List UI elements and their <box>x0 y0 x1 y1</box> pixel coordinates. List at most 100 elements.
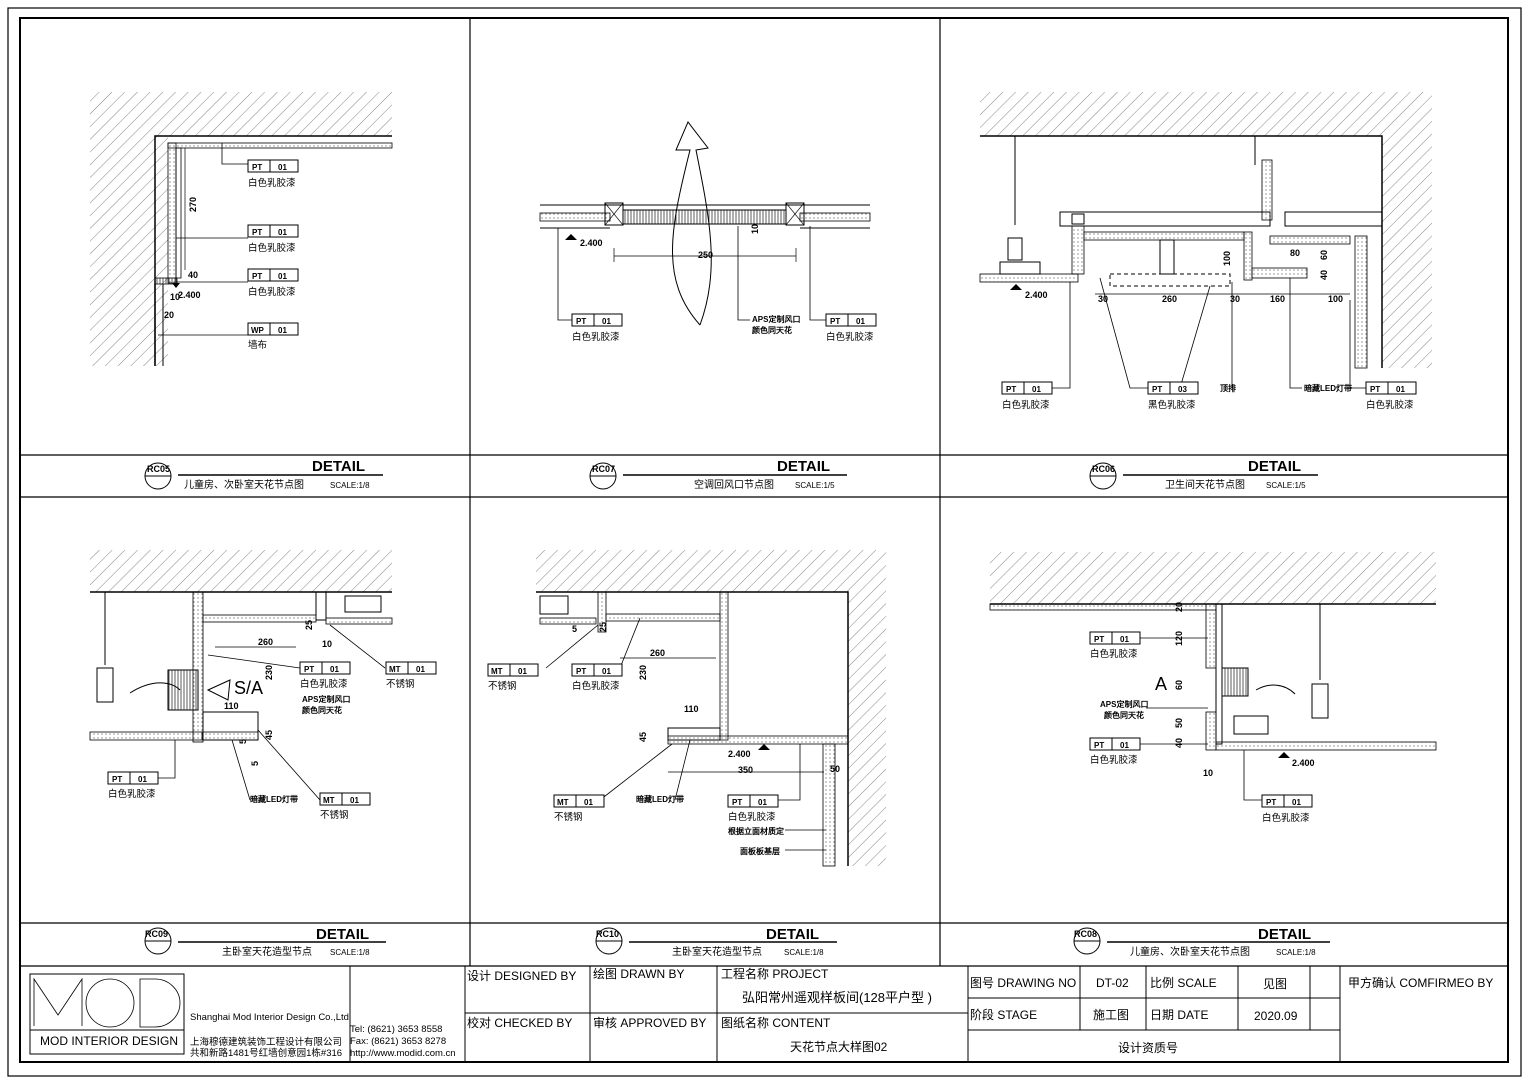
level-mark: 2.400 <box>1025 290 1048 300</box>
drawing-no: DT-02 <box>1096 976 1129 990</box>
svg-text:SCALE:1/8: SCALE:1/8 <box>330 481 370 490</box>
svg-text:白色乳胶漆: 白色乳胶漆 <box>728 811 776 823</box>
svg-text:PT: PT <box>732 798 742 807</box>
svg-text:01: 01 <box>1032 385 1041 394</box>
dim-text: 80 <box>1290 248 1300 258</box>
svg-text:PT: PT <box>1266 798 1276 807</box>
svg-text:PT: PT <box>830 317 840 326</box>
drawn-by-label: 绘图 DRAWN BY <box>593 966 685 981</box>
svg-text:空调回风口节点图: 空调回风口节点图 <box>694 478 774 491</box>
material-tag: PT 01 白色乳胶漆 <box>727 794 779 823</box>
svg-text:01: 01 <box>856 317 865 326</box>
svg-text:白色乳胶漆: 白色乳胶漆 <box>826 331 874 343</box>
dim-text: 10 <box>322 639 332 649</box>
detail-rc08: A 20 120 60 50 40 10 2.400 APS定制风口 颜色同天花 <box>989 552 1437 801</box>
svg-text:黑色乳胶漆: 黑色乳胶漆 <box>1148 399 1196 411</box>
inner-frame <box>19 17 1509 1063</box>
dim-text: 260 <box>650 648 665 658</box>
svg-text:03: 03 <box>1178 385 1187 394</box>
svg-text:白色乳胶漆: 白色乳胶漆 <box>1262 812 1310 824</box>
svg-text:墙布: 墙布 <box>248 339 267 351</box>
note-text: 暗藏LED灯带 <box>250 794 298 804</box>
svg-text:01: 01 <box>350 796 359 805</box>
note-text: 颜色同天花 <box>1104 710 1144 720</box>
svg-text:DETAIL: DETAIL <box>312 458 365 475</box>
svg-text:白色乳胶漆: 白色乳胶漆 <box>300 678 348 690</box>
note-text: 暗藏LED灯带 <box>1304 383 1352 393</box>
dim-text: 100 <box>1328 294 1343 304</box>
concrete-hatch <box>90 550 392 592</box>
dim-text: 5 <box>238 739 248 744</box>
date-label: 日期 DATE <box>1150 1008 1208 1022</box>
svg-text:01: 01 <box>758 798 767 807</box>
dim-text: 260 <box>258 637 273 647</box>
svg-text:DETAIL: DETAIL <box>777 458 830 475</box>
date-value: 2020.09 <box>1254 1009 1298 1023</box>
company-web: http://www.modid.com.cn <box>350 1048 456 1059</box>
note-text: APS定制风口 <box>1100 699 1148 709</box>
content-label: 图纸名称 CONTENT <box>721 1015 831 1030</box>
svg-text:PT: PT <box>1006 385 1016 394</box>
svg-text:PT: PT <box>304 665 314 674</box>
detail-title-rc06: RC06 DETAIL 卫生间天花节点图 SCALE:1/5 <box>1089 458 1318 491</box>
svg-text:不锈钢: 不锈钢 <box>320 809 349 821</box>
svg-text:01: 01 <box>278 228 287 237</box>
detail-title-rc08: RC08 DETAIL 儿童房、次卧室天花节点图 SCALE:1/8 <box>1073 926 1330 958</box>
detail-rc09: S/A 260 25 10 230 110 5 45 5 APS定制风口 颜色同… <box>89 550 393 804</box>
detail-title-rc09: RC09 DETAIL 主卧室天花造型节点 SCALE:1/8 <box>144 926 386 958</box>
svg-text:01: 01 <box>278 272 287 281</box>
dim-text: 270 <box>188 197 198 212</box>
scale-label: 比例 SCALE <box>1150 976 1217 990</box>
dim-text: 40 <box>1319 270 1329 280</box>
note-text: 面板板基层 <box>740 846 780 856</box>
svg-text:PT: PT <box>576 317 586 326</box>
svg-text:白色乳胶漆: 白色乳胶漆 <box>248 286 296 298</box>
dim-text: 60 <box>1174 680 1184 690</box>
dim-text: 260 <box>1162 294 1177 304</box>
svg-text:01: 01 <box>330 665 339 674</box>
svg-text:SCALE:1/8: SCALE:1/8 <box>784 948 824 957</box>
svg-text:01: 01 <box>518 667 527 676</box>
svg-text:PT: PT <box>1094 741 1104 750</box>
svg-text:01: 01 <box>602 317 611 326</box>
svg-text:SCALE:1/8: SCALE:1/8 <box>330 948 370 957</box>
svg-text:PT: PT <box>252 163 262 172</box>
detail-rc06: 2.400 30 260 30 160 100 100 80 60 40 顶排 … <box>979 92 1432 393</box>
dim-text: 10 <box>750 224 760 234</box>
svg-text:不锈钢: 不锈钢 <box>554 811 583 823</box>
stage-label: 阶段 STAGE <box>970 1007 1037 1022</box>
dim-text: 100 <box>1222 251 1232 266</box>
outer-frame <box>7 7 1522 1077</box>
note-text: A <box>1155 674 1167 694</box>
dim-text: 20 <box>164 310 174 320</box>
svg-text:不锈钢: 不锈钢 <box>386 678 415 690</box>
dim-text: 60 <box>1319 250 1329 260</box>
company-address: 共和新路1481号红墙创意园1栋#316 <box>190 1047 342 1059</box>
content-name: 天花节点大样图02 <box>790 1039 888 1054</box>
svg-text:白色乳胶漆: 白色乳胶漆 <box>1090 648 1138 660</box>
svg-text:DETAIL: DETAIL <box>316 926 369 943</box>
svg-text:PT: PT <box>1370 385 1380 394</box>
detail-title-rc07: RC07 DETAIL 空调回风口节点图 SCALE:1/5 <box>589 458 847 491</box>
svg-text:RC09: RC09 <box>145 929 168 939</box>
svg-text:白色乳胶漆: 白色乳胶漆 <box>572 680 620 692</box>
detail-rc10: 5 25 260 230 110 45 2.400 350 50 暗藏LED灯带… <box>536 550 886 867</box>
svg-text:主卧室天花造型节点: 主卧室天花造型节点 <box>222 945 312 958</box>
svg-text:PT: PT <box>1094 635 1104 644</box>
confirm-label: 甲方确认 COMFIRMEO BY <box>1348 975 1493 990</box>
svg-text:01: 01 <box>1120 741 1129 750</box>
dim-text: 50 <box>830 764 840 774</box>
level-mark: 2.400 <box>1292 758 1315 768</box>
dim-text: 5 <box>250 761 260 766</box>
svg-text:MT: MT <box>491 667 503 676</box>
dim-text: 40 <box>1174 738 1184 748</box>
